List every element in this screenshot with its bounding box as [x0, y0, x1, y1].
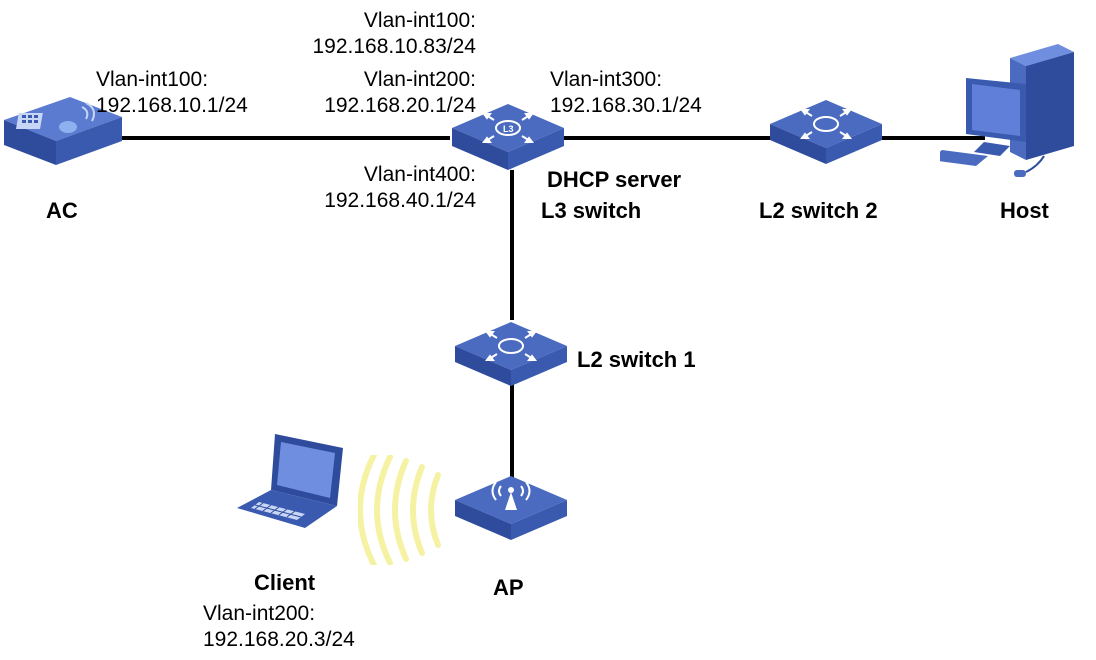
- l3-iface1-label: Vlan-int100:: [363, 9, 476, 32]
- l3-role-label: DHCP server: [547, 167, 682, 192]
- l3-iface4-label: Vlan-int400:: [363, 163, 476, 186]
- l3-ip3-label: 192.168.30.1/24: [550, 94, 702, 117]
- ac-name-label: AC: [46, 198, 78, 223]
- wireless-signal-icon: [358, 455, 441, 565]
- l2-switch-1-icon: [455, 322, 567, 386]
- l3-ip1-label: 192.168.10.83/24: [312, 35, 477, 58]
- l2sw2-name-label: L2 switch 2: [759, 198, 878, 223]
- l2sw1-name-label: L2 switch 1: [577, 347, 696, 372]
- pc-icon: [940, 44, 1074, 177]
- ap-name-label: AP: [493, 575, 524, 600]
- laptop-icon: [237, 434, 343, 528]
- ac-ip-label: 192.168.10.1/24: [96, 94, 248, 117]
- client-name-label: Client: [254, 570, 316, 595]
- ap-icon: [455, 476, 567, 540]
- l3-iface2-label: Vlan-int200:: [363, 68, 476, 91]
- client-iface-label: Vlan-int200:: [203, 602, 316, 625]
- svg-text:L3: L3: [503, 124, 514, 134]
- l3-switch-icon: L3: [452, 104, 564, 170]
- host-name-label: Host: [1000, 198, 1049, 223]
- ac-iface-label: Vlan-int100:: [96, 68, 209, 91]
- l3-iface3-label: Vlan-int300:: [550, 68, 663, 91]
- client-ip-label: 192.168.20.3/24: [203, 628, 355, 651]
- l3-ip2-label: 192.168.20.1/24: [324, 94, 476, 117]
- l3-ip4-label: 192.168.40.1/24: [324, 189, 476, 212]
- l3-name-label: L3 switch: [541, 198, 642, 223]
- ac-device-icon: [4, 97, 122, 165]
- l2-switch-2-icon: [770, 100, 882, 164]
